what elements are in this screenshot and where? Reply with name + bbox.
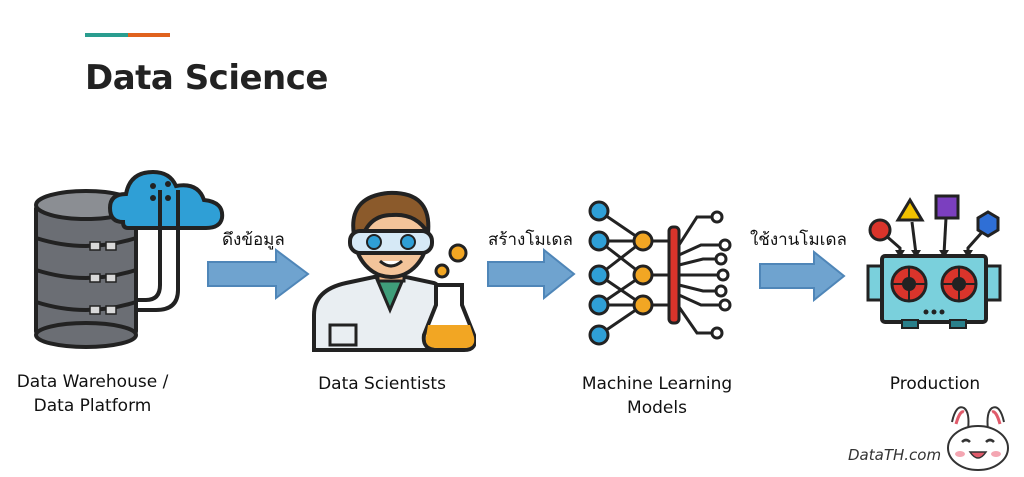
machine-icon bbox=[866, 194, 1002, 329]
node-label-data-scientists: Data Scientists bbox=[292, 372, 472, 396]
arrow-label-extract: ดึงข้อมูล bbox=[222, 230, 285, 250]
accent-orange bbox=[128, 33, 170, 37]
node-label-line: Models bbox=[627, 398, 687, 418]
right-arrow-icon bbox=[759, 250, 846, 302]
node-label-line: Data Platform bbox=[33, 396, 152, 416]
right-arrow-icon bbox=[487, 248, 576, 300]
node-label-line: Data Warehouse / bbox=[16, 372, 169, 392]
scientist-icon bbox=[312, 190, 476, 352]
title-accent-bar bbox=[85, 33, 170, 37]
arrow-label-deploy: ใช้งานโมเดล bbox=[750, 230, 847, 250]
node-label-production: Production bbox=[860, 372, 1010, 396]
node-label-data-warehouse: Data Warehouse / Data Platform bbox=[0, 370, 185, 418]
brand-text: DataTH.com bbox=[848, 446, 942, 464]
accent-teal bbox=[85, 33, 128, 37]
node-label-ml-models: Machine Learning Models bbox=[562, 372, 752, 420]
rabbit-mascot-logo bbox=[947, 406, 1009, 471]
arrow-label-build: สร้างโมเดล bbox=[488, 230, 573, 250]
database-cloud-icon bbox=[34, 169, 225, 349]
node-label-line: Production bbox=[889, 374, 981, 394]
page-title: Data Science bbox=[85, 58, 328, 98]
right-arrow-icon bbox=[207, 248, 310, 300]
neural-network-icon bbox=[588, 200, 732, 346]
node-label-line: Machine Learning bbox=[581, 374, 733, 394]
node-label-line: Data Scientists bbox=[318, 374, 446, 394]
